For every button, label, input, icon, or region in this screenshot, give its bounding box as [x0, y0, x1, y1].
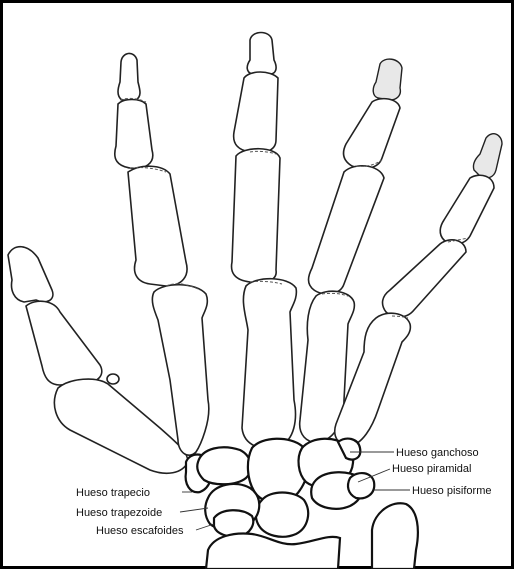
middle-finger: [232, 33, 297, 449]
thumb-sesamoid: [107, 374, 119, 384]
little-middle-phalanx: [440, 175, 494, 244]
index-middle-phalanx: [115, 100, 153, 169]
lunate-bone: [256, 493, 308, 537]
middle-proximal-phalanx: [232, 149, 280, 283]
label-hamate: Hueso ganchoso: [396, 447, 479, 459]
middle-metacarpal: [242, 279, 296, 449]
thumb-distal-phalanx: [8, 247, 53, 302]
label-scaphoid: Hueso escafoides: [96, 525, 184, 537]
ring-middle-phalanx: [344, 99, 400, 169]
index-finger: [115, 53, 209, 455]
little-proximal-phalanx: [383, 240, 466, 317]
label-pisiform: Hueso pisiforme: [412, 485, 491, 497]
index-proximal-phalanx: [128, 166, 187, 286]
label-trapezoid: Hueso trapezoide: [76, 507, 162, 519]
trapezoid-bone: [197, 447, 251, 484]
carpal-bones: [186, 439, 375, 537]
middle-distal-phalanx: [247, 33, 276, 75]
label-triquetrum: Hueso piramidal: [392, 463, 471, 475]
little-distal-phalanx: [473, 134, 502, 178]
ulna-bone: [372, 503, 418, 569]
label-trapezium: Hueso trapecio: [76, 487, 150, 499]
ring-proximal-phalanx: [309, 166, 385, 294]
index-distal-phalanx: [118, 53, 140, 100]
thumb-proximal-phalanx: [26, 301, 102, 385]
ring-distal-phalanx: [373, 59, 402, 100]
thumb-metacarpal: [54, 379, 188, 473]
middle-middle-phalanx: [234, 72, 278, 153]
radius-bone: [206, 534, 340, 569]
